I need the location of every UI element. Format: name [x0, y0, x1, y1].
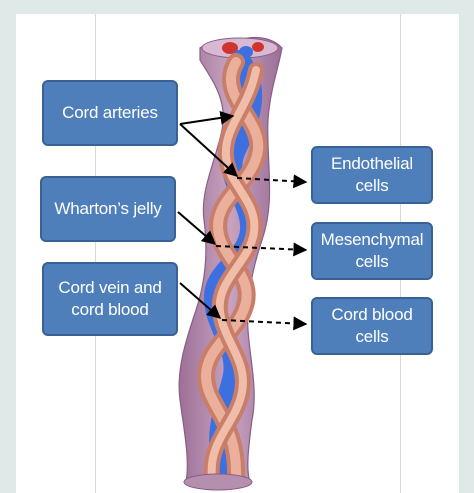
label-cord-blood-cells: Cord blood cells [311, 297, 433, 355]
top-artery-section-2 [252, 42, 264, 52]
grid-line-left [95, 14, 96, 493]
label-cord-vein: Cord vein and cord blood [42, 262, 178, 336]
cord-artery-2-highlight [207, 66, 260, 482]
dashed-arrow-mesenchymal [215, 242, 308, 257]
top-artery-section [222, 42, 238, 54]
arrow-arteries-1 [179, 110, 235, 125]
arrow-jelly [177, 211, 217, 245]
label-cord-arteries: Cord arteries [42, 80, 178, 146]
label-whartons-jelly: Wharton’s jelly [40, 176, 176, 242]
label-endothelial-cells: Endothelial cells [311, 146, 433, 204]
dashed-arrow-endothelial [236, 174, 308, 189]
label-mesenchymal-cells: Mesenchymal cells [311, 222, 433, 280]
cord-bottom-cut [183, 473, 253, 491]
arrow-arteries-2 [179, 123, 239, 177]
arrow-vein [179, 282, 222, 319]
